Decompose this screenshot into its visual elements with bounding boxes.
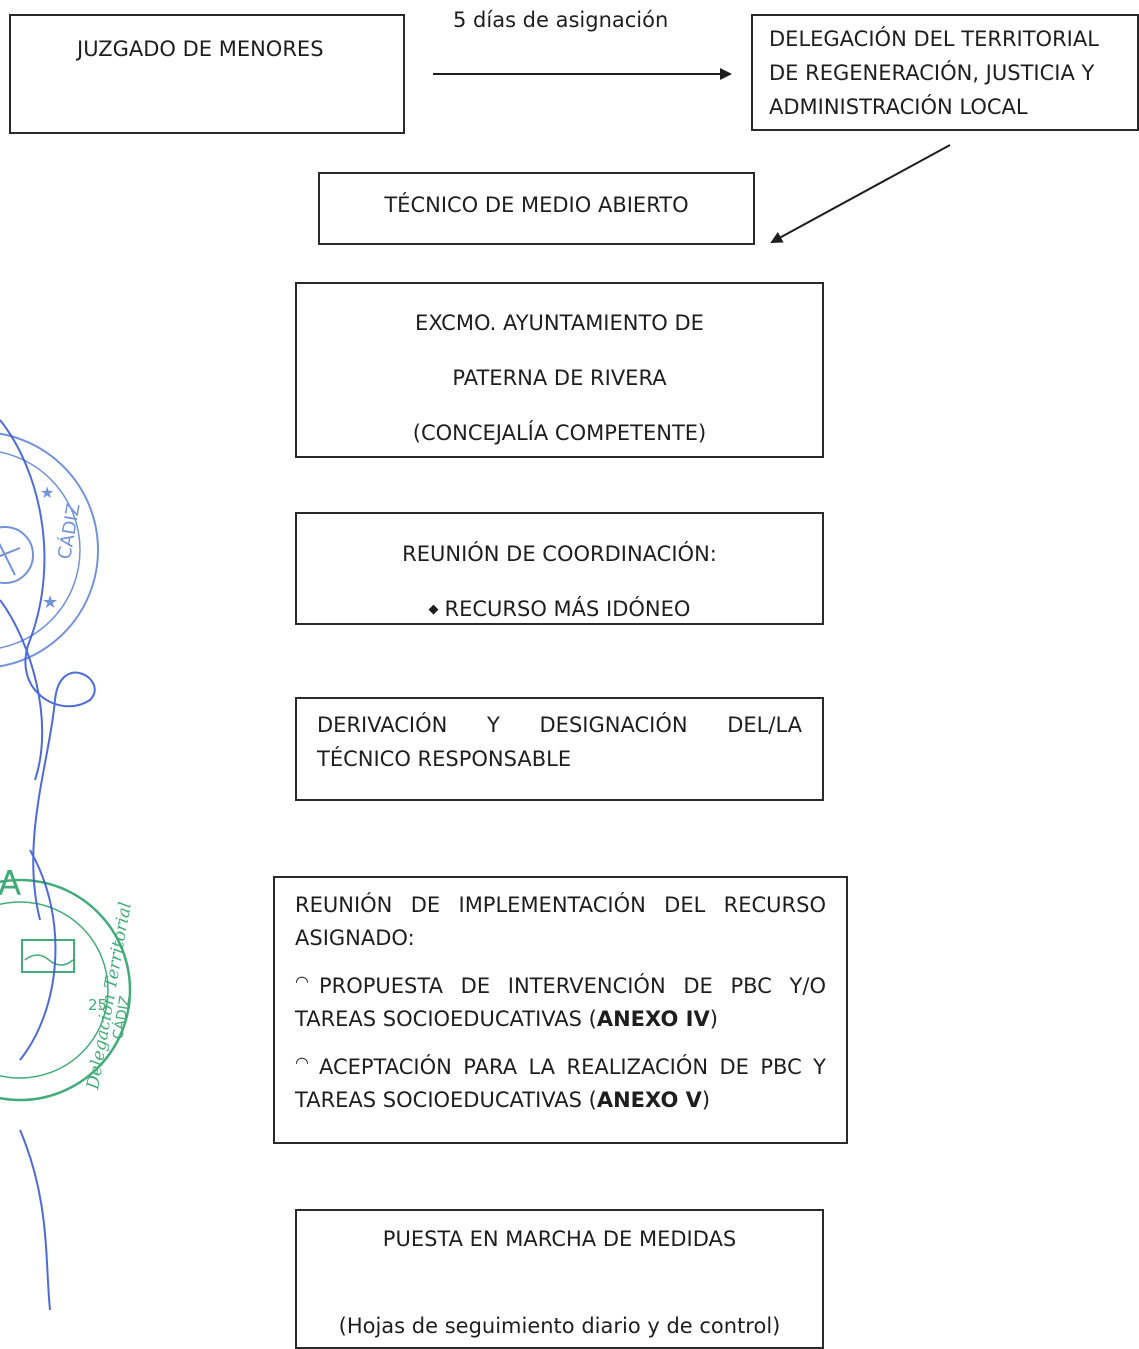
blue-seal-stamp: ★ ★ CÁDIZ	[0, 432, 99, 668]
puesta-title: PUESTA EN MARCHA DE MEDIDAS	[382, 1227, 737, 1251]
diamond-bullet-icon: ◆	[428, 602, 439, 617]
arrow-label: 5 días de asignación	[453, 8, 669, 32]
circle-bullet-icon: ◠	[295, 1053, 309, 1072]
implementacion-item-2: ◠ACEPTACIÓN PARA LA REALIZACIÓN DE PBC Y…	[295, 1053, 826, 1112]
delegacion-box: DELEGACIÓN DEL TERRITORIAL DE REGENERACI…	[751, 14, 1139, 131]
ayuntamiento-line-2: PATERNA DE RIVERA	[452, 366, 667, 390]
signature-scribble	[0, 419, 96, 1311]
puesta-note: (Hojas de seguimiento diario y de contro…	[338, 1314, 781, 1338]
delegacion-line-1: DELEGACIÓN DEL TERRITORIAL	[769, 27, 1099, 51]
coordinacion-item-text: RECURSO MÁS IDÓNEO	[444, 597, 691, 621]
coordinacion-item: ◆ RECURSO MÁS IDÓNEO	[297, 582, 822, 637]
svg-text:★: ★	[42, 592, 58, 613]
tecnico-label: TÉCNICO DE MEDIO ABIERTO	[384, 193, 689, 217]
delegacion-line-3: ADMINISTRACIÓN LOCAL	[769, 95, 1028, 119]
ayuntamiento-line-1: EXCMO. AYUNTAMIENTO DE	[415, 311, 704, 335]
arrow-delegacion-to-tecnico	[770, 144, 951, 243]
ayuntamiento-box: EXCMO. AYUNTAMIENTO DE PATERNA DE RIVERA…	[295, 282, 824, 458]
svg-text:A: A	[0, 864, 21, 904]
svg-text:★: ★	[40, 483, 54, 502]
juzgado-label: JUZGADO DE MENORES	[77, 37, 324, 61]
ayuntamiento-line-3: (CONCEJALÍA COMPETENTE)	[412, 421, 707, 445]
circle-bullet-icon: ◠	[295, 972, 309, 991]
juzgado-box: JUZGADO DE MENORES	[9, 14, 405, 134]
coordinacion-title: REUNIÓN DE COORDINACIÓN:	[402, 542, 717, 566]
derivacion-label: DERIVACIÓN Y DESIGNACIÓN DEL/LA TÉCNICO …	[317, 713, 802, 771]
implementacion-title: REUNIÓN DE IMPLEMENTACIÓN DEL RECURSO AS…	[295, 893, 826, 950]
green-seal-stamp: A Delegación Territorial 25 CÁDIZ	[0, 864, 136, 1102]
implementacion-box: REUNIÓN DE IMPLEMENTACIÓN DEL RECURSO AS…	[273, 876, 848, 1144]
tecnico-box: TÉCNICO DE MEDIO ABIERTO	[318, 172, 755, 245]
green-seal-number: 25	[88, 996, 107, 1014]
puesta-box: PUESTA EN MARCHA DE MEDIDAS (Hojas de se…	[295, 1209, 824, 1349]
delegacion-line-2: DE REGENERACIÓN, JUSTICIA Y	[769, 61, 1095, 85]
implementacion-item-1: ◠PROPUESTA DE INTERVENCIÓN DE PBC Y/O TA…	[295, 972, 826, 1031]
derivacion-box: DERIVACIÓN Y DESIGNACIÓN DEL/LA TÉCNICO …	[295, 697, 824, 801]
coordinacion-box: REUNIÓN DE COORDINACIÓN: ◆ RECURSO MÁS ID…	[295, 512, 824, 625]
